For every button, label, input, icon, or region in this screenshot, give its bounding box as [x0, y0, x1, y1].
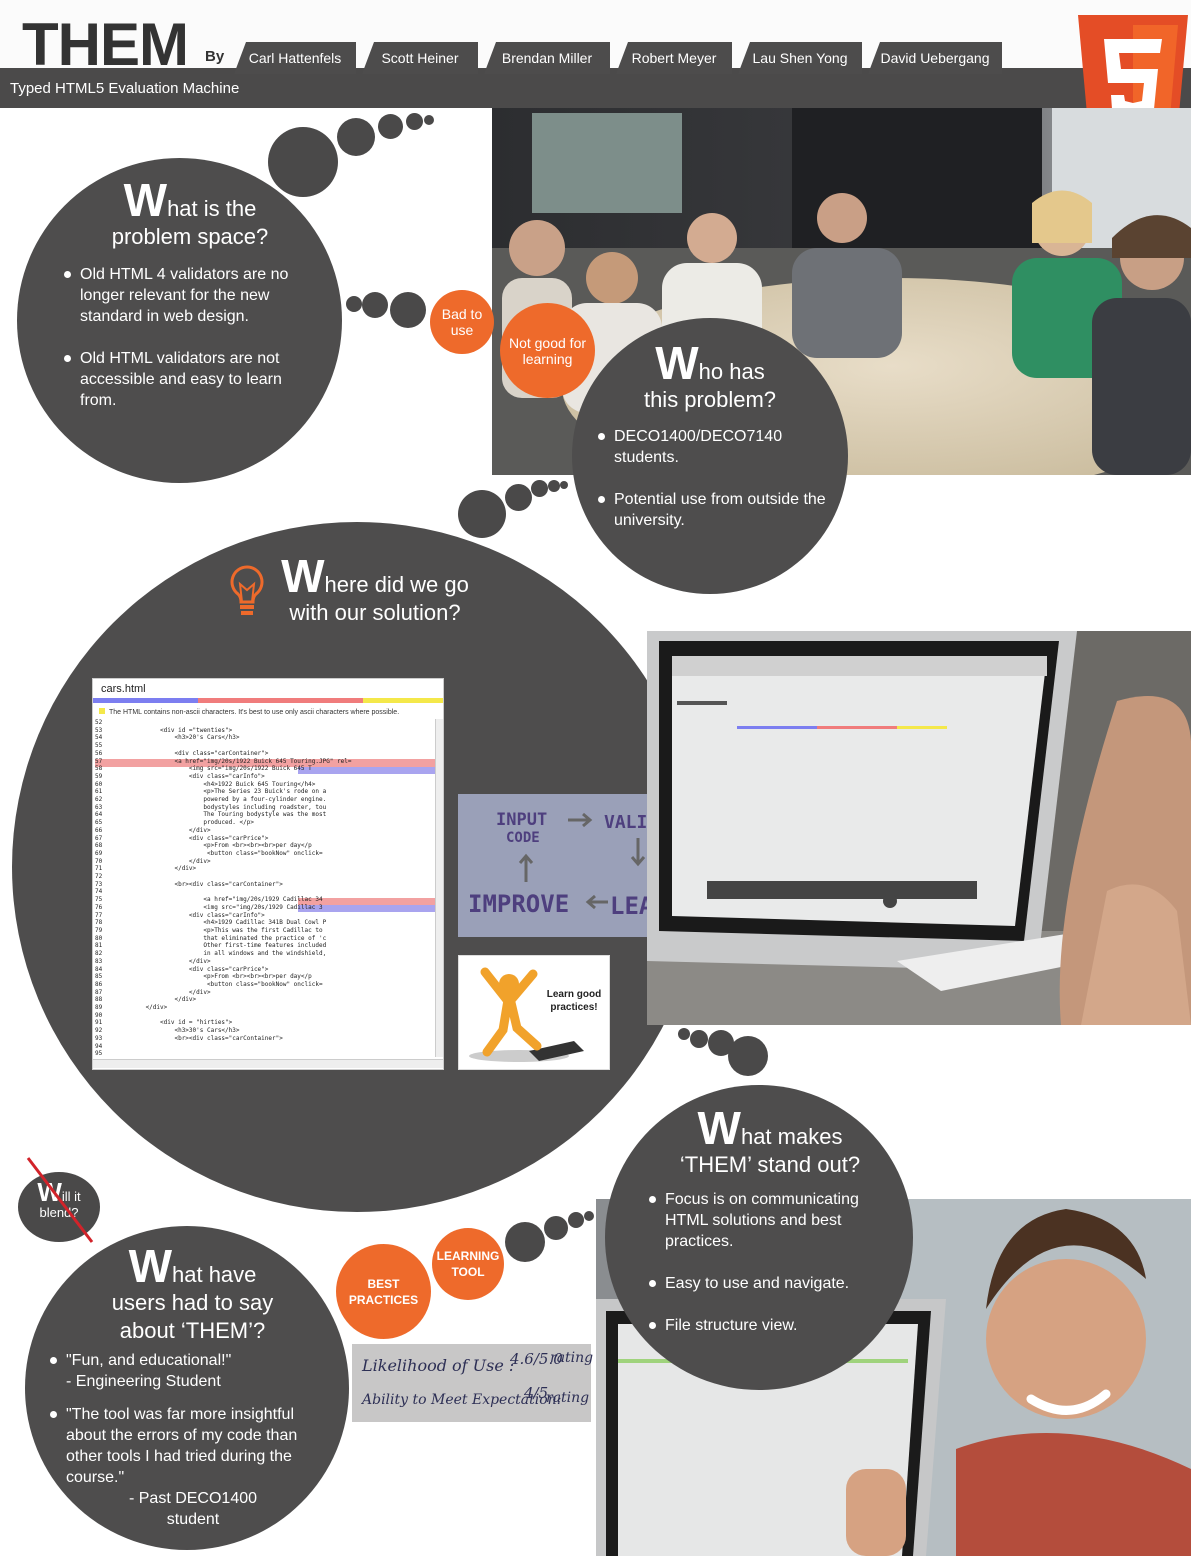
author-tab[interactable]: Robert Meyer: [616, 42, 732, 74]
thought-dot: [424, 115, 434, 125]
user-quote: "The tool was far more insightful about …: [48, 1404, 320, 1530]
thought-dot: [378, 114, 403, 139]
author-tab[interactable]: Scott Heiner: [362, 42, 478, 74]
thought-dot: [362, 292, 388, 318]
code-validator-screenshot: cars.html The HTML contains non-ascii ch…: [92, 678, 444, 1070]
who-bubble: [572, 318, 848, 594]
thought-dot: [678, 1028, 690, 1040]
thought-dot: [544, 1216, 568, 1240]
celebrating-figure-icon: [469, 967, 584, 1062]
cycle-input: INPUT: [496, 810, 548, 830]
logo-text: THEM: [22, 11, 189, 78]
thought-dot: [531, 480, 548, 497]
problem-bubble: [17, 158, 342, 483]
cycle-arrows: [518, 812, 646, 910]
author-tab[interactable]: Carl Hattenfels: [234, 42, 356, 74]
rating-line2-word: rating: [546, 1390, 590, 1406]
bad-to-use-tag: Bad to use: [430, 290, 494, 354]
code-horizontal-scrollbar[interactable]: [93, 1059, 443, 1068]
thought-dot: [584, 1211, 594, 1221]
solution-heading: Where did we go with our solution?: [281, 550, 469, 625]
thought-dot: [390, 292, 426, 328]
thought-dot: [548, 480, 560, 492]
student-at-computer-photo: [647, 631, 1191, 1025]
who-bullets: DECO1400/DECO7140 students. Potential us…: [596, 426, 826, 552]
code-filename: cars.html: [101, 683, 146, 695]
user-quote: "Fun, and educational!" - Engineering St…: [48, 1350, 320, 1392]
user-rating-photo: Likelihood of Use : 4.6/5.0 rating Abili…: [352, 1344, 594, 1422]
author-tab[interactable]: Brendan Miller: [484, 42, 610, 74]
thought-dot: [568, 1212, 584, 1228]
who-bullet: DECO1400/DECO7140 students.: [596, 426, 826, 468]
code-lines: 52 53 <div id ="twenties"> 54 <h3>20's C…: [95, 719, 352, 1058]
by-label: By: [205, 48, 225, 65]
thought-dot: [346, 296, 362, 312]
learning-tool-tag: LEARNING TOOL: [432, 1228, 504, 1300]
standout-bullet: Focus is on communicating HTML solutions…: [647, 1189, 882, 1252]
cycle-improve: IMPROVE: [468, 890, 570, 918]
rating-line1-label: Likelihood of Use :: [362, 1356, 515, 1375]
problem-bullet: Old HTML validators are not accessible a…: [62, 348, 317, 411]
rating-line2-label: Ability to Meet Expectation:: [362, 1392, 562, 1408]
subtitle: Typed HTML5 Evaluation Machine: [10, 80, 240, 97]
users-bubble: [25, 1226, 349, 1550]
standout-bullet: Easy to use and navigate.: [647, 1273, 882, 1294]
best-practices-tag: BEST PRACTICES: [336, 1244, 431, 1339]
rating-line1-value: 4.6/5.0: [510, 1350, 563, 1368]
users-heading: What have users had to say about ‘THEM’?: [111, 1240, 274, 1343]
standout-bullets: Focus is on communicating HTML solutions…: [647, 1189, 882, 1357]
header-bar: [0, 68, 1191, 108]
standout-bullet: File structure view.: [647, 1315, 882, 1336]
thought-dot: [505, 484, 532, 511]
thought-dot: [690, 1030, 708, 1048]
practice-label: Learn good practices!: [546, 989, 602, 1013]
problem-bullets: Old HTML 4 validators are no longer rele…: [62, 264, 317, 432]
code-scrollbar[interactable]: [435, 719, 443, 1057]
cycle-code: CODE: [506, 830, 540, 846]
thought-dot: [268, 127, 338, 197]
learn-practices-image: Learn good practices!: [458, 955, 610, 1070]
problem-bullet: Old HTML 4 validators are no longer rele…: [62, 264, 317, 327]
thought-dot: [728, 1036, 768, 1076]
who-heading: Who has this problem?: [643, 337, 777, 412]
problem-heading: What is the problem space?: [111, 174, 269, 249]
thought-dot: [337, 118, 375, 156]
users-quotes: "Fun, and educational!" - Engineering St…: [48, 1350, 320, 1551]
author-tab[interactable]: David Uebergang: [868, 42, 1002, 74]
lightbulb-icon: [230, 565, 264, 615]
thought-dot: [505, 1222, 545, 1262]
html5-logo: [1078, 15, 1188, 138]
strike-through-line: [26, 1157, 94, 1243]
will-it-blend-badge: Will it blend?: [18, 1172, 100, 1242]
author-tab[interactable]: Lau Shen Yong: [738, 42, 862, 74]
rating-line2-value: 4/5: [524, 1384, 549, 1402]
thought-dot: [560, 481, 568, 489]
thought-dot: [406, 113, 423, 130]
standout-bubble: [605, 1085, 913, 1390]
code-warning: The HTML contains non-ascii characters. …: [99, 708, 399, 716]
who-bullet: Potential use from outside the universit…: [596, 489, 826, 531]
rating-line1-word: rating: [550, 1350, 594, 1366]
thought-dot: [458, 490, 506, 538]
standout-heading: What makes ‘THEM’ stand out?: [679, 1102, 861, 1177]
not-good-for-learning-tag: Not good for learning: [500, 303, 595, 398]
